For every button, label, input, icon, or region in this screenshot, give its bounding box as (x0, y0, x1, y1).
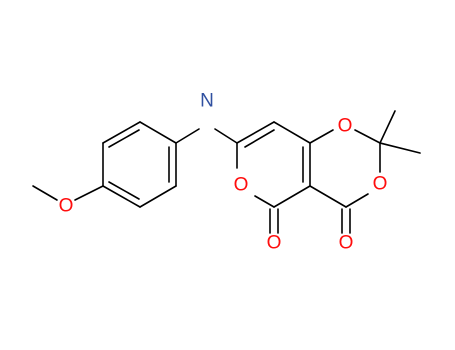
bond-ph-6-inner (108, 129, 140, 148)
bond-c8a-o1 (309, 129, 334, 144)
bond-ph-3 (139, 185, 177, 208)
bond-ph-6 (102, 121, 141, 144)
bond-o-methyl (32, 185, 58, 201)
atom-o-dioxin-2: O (373, 174, 388, 195)
atom-o-dioxin-1: O (338, 116, 353, 137)
bond-c2-me2 (379, 142, 421, 154)
bond-c2-me1 (379, 110, 396, 144)
atom-labels: N O O O O O O (59, 91, 388, 254)
bond-ph-1 (139, 121, 177, 144)
bond-n-c7b (214, 128, 238, 144)
bond-o3-c4 (345, 193, 369, 208)
bond-c4-c4a (309, 185, 347, 208)
atom-o-carbonyl-1: O (267, 233, 282, 254)
bond-ph-4 (102, 185, 141, 208)
bond-c7-c8 (236, 121, 275, 144)
bond-o1-c2 (354, 129, 381, 144)
bond-c7-c8-inner (244, 129, 275, 148)
bond-ph-n (175, 128, 200, 144)
bonds (32, 110, 421, 234)
bond-c4a-c5 (273, 185, 311, 208)
bond-c8-c8a (273, 121, 311, 144)
atom-o-pyran: O (234, 175, 249, 196)
atom-o-methoxy: O (59, 196, 74, 217)
bond-ph-4-inner (108, 181, 140, 200)
atom-n-label: N (200, 91, 214, 112)
atom-o-carbonyl-2: O (339, 233, 354, 254)
bond-c5-o6 (254, 195, 275, 208)
bond-ph-omethyl (74, 185, 104, 201)
